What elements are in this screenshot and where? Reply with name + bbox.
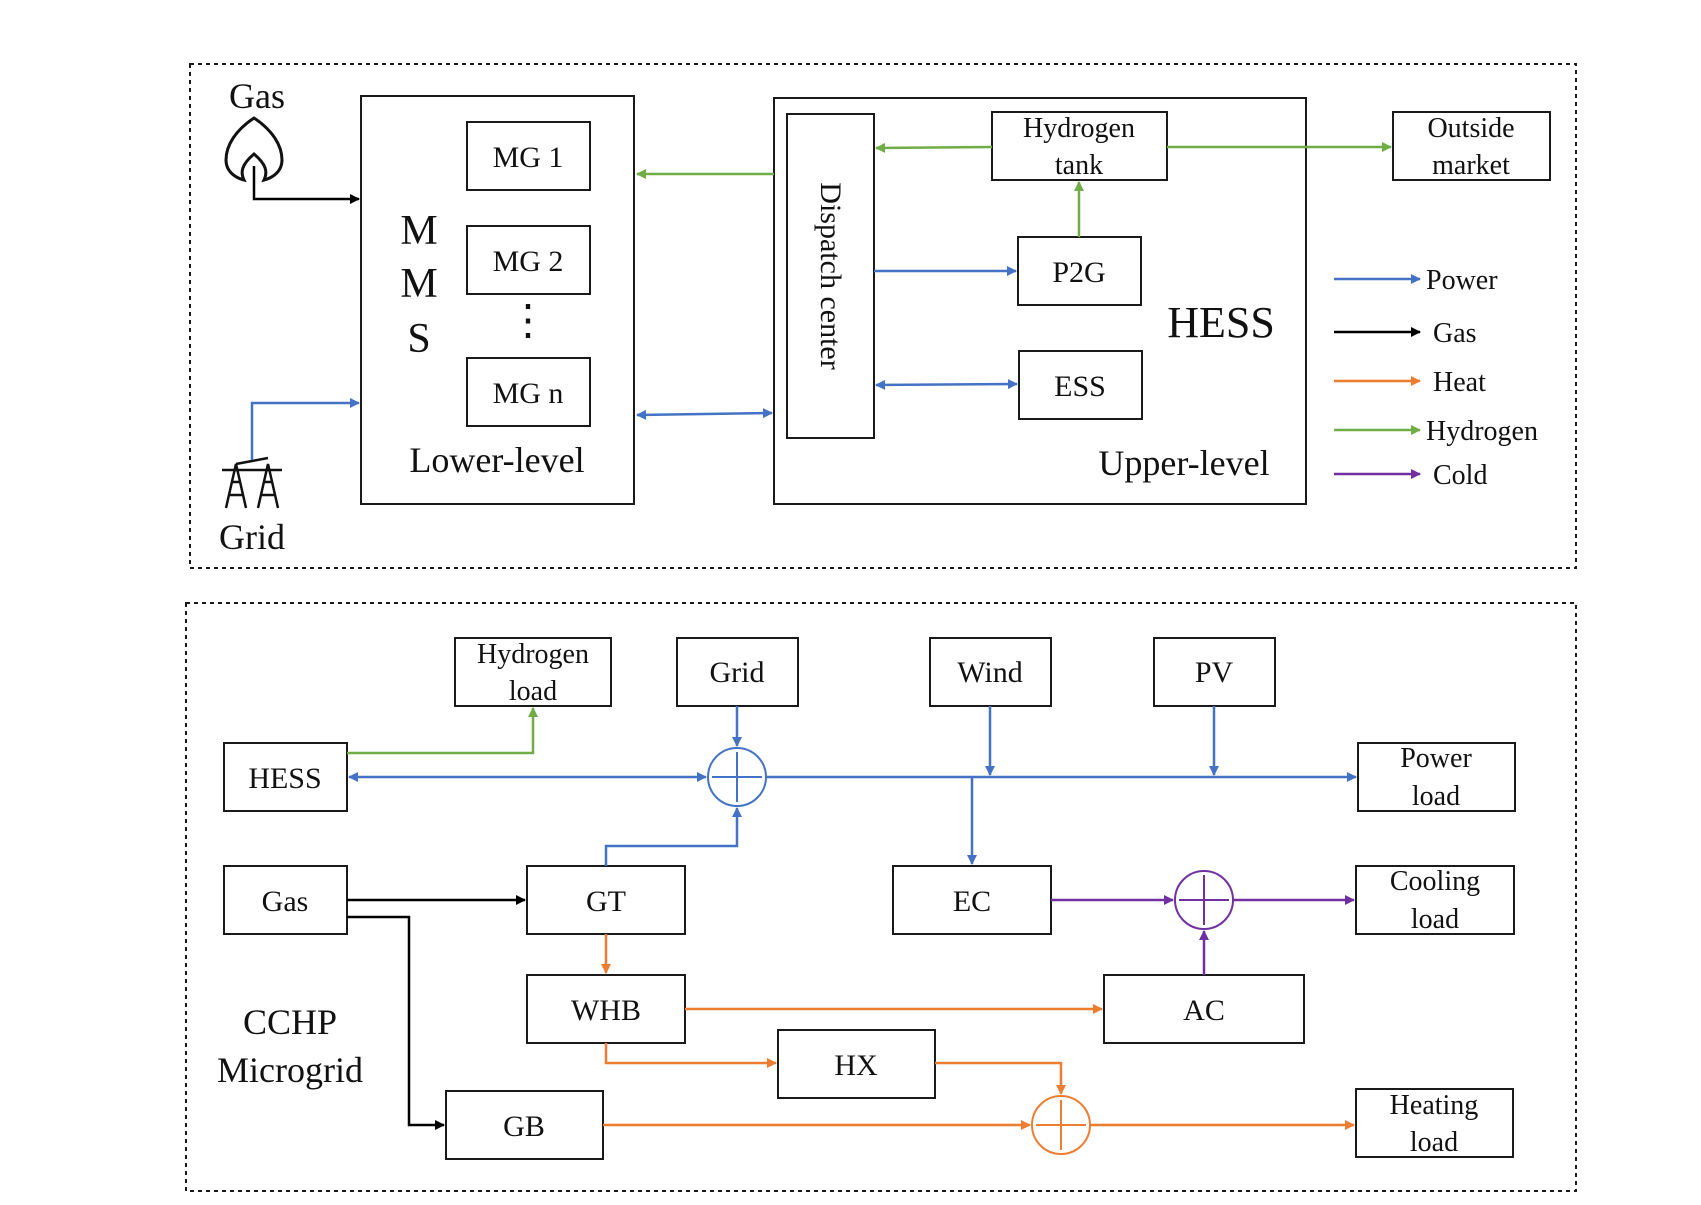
legend-power-label: Power xyxy=(1426,265,1498,296)
whb-box xyxy=(526,974,686,1044)
cooling-load-label-2: load xyxy=(1411,904,1459,935)
grid-label: Grid xyxy=(710,656,765,689)
mg-2-label: MG 2 xyxy=(493,245,564,278)
hx-to-heat-node-arrow xyxy=(935,1061,1066,1095)
ac-box xyxy=(1103,974,1305,1044)
flame-icon xyxy=(224,116,284,183)
heating-load-label-2: load xyxy=(1410,1127,1458,1158)
ac-label: AC xyxy=(1183,994,1225,1027)
p2g-box xyxy=(1017,236,1142,306)
gt-label: GT xyxy=(586,885,626,918)
gas-label: Gas xyxy=(262,885,309,918)
gt-to-bus-arrow xyxy=(604,807,742,866)
legend: Power Gas Heat Hydrogen Cold xyxy=(1334,265,1538,491)
grid-box xyxy=(676,637,799,707)
ess-box xyxy=(1018,350,1143,420)
wind-label: Wind xyxy=(957,656,1022,689)
mms-letter-m1: M xyxy=(400,208,437,254)
mms-dispatch-power-arrow xyxy=(636,408,773,420)
power-load-box xyxy=(1357,742,1516,812)
whb-label: WHB xyxy=(571,994,641,1027)
gt-box xyxy=(526,865,686,935)
heating-load-label-1: Heating xyxy=(1390,1090,1479,1121)
tank-to-dispatch-arrow xyxy=(875,142,993,153)
gb-label: GB xyxy=(503,1110,545,1143)
hydrogen-load-box xyxy=(454,637,612,707)
gb-box xyxy=(445,1090,604,1160)
mg-ellipsis: ⋮ xyxy=(507,298,549,344)
cold-sum-node xyxy=(1174,870,1234,930)
heat-sum-node xyxy=(1031,1095,1091,1155)
hydrogen-load-label-1: Hydrogen xyxy=(477,639,589,670)
dispatch-center-label: Dispatch center xyxy=(814,182,847,369)
legend-gas-label: Gas xyxy=(1433,318,1477,349)
pv-box xyxy=(1153,637,1276,707)
legend-heat-label: Heat xyxy=(1433,367,1486,398)
upper-level-label: Upper-level xyxy=(1098,443,1269,483)
outside-market-box xyxy=(1392,111,1551,181)
mg-1-label: MG 1 xyxy=(493,141,564,174)
dispatch-ess-arrow xyxy=(875,379,1018,390)
ess-label: ESS xyxy=(1054,370,1106,403)
mms-letter-m2: M xyxy=(400,261,437,307)
whb-to-hx-arrow xyxy=(604,1043,777,1068)
heating-load-box xyxy=(1355,1088,1514,1158)
mms-letter-s: S xyxy=(407,316,430,362)
legend-cold-label: Cold xyxy=(1433,460,1487,491)
grid-to-mms-arrow xyxy=(250,398,360,460)
wind-box xyxy=(929,637,1052,707)
cooling-load-label-1: Cooling xyxy=(1390,866,1480,897)
lower-panel-frame xyxy=(185,602,1577,1192)
mg-2-box xyxy=(466,225,591,295)
hess-to-hydrogen-load-arrow xyxy=(347,707,538,755)
gas-box xyxy=(223,865,348,935)
ec-box xyxy=(892,865,1052,935)
gas-source-label: Gas xyxy=(229,76,285,116)
outside-market-label-2: market xyxy=(1432,150,1510,181)
hx-label: HX xyxy=(834,1049,878,1082)
ec-label: EC xyxy=(953,885,991,918)
power-load-label-2: load xyxy=(1412,781,1460,812)
hydrogen-tank-label-1: Hydrogen xyxy=(1023,113,1135,144)
lower-level-label: Lower-level xyxy=(409,440,584,480)
hydrogen-tank-box xyxy=(991,111,1168,181)
cooling-load-box xyxy=(1355,865,1515,935)
mg-n-label: MG n xyxy=(493,377,564,410)
outside-market-label-1: Outside xyxy=(1427,113,1514,144)
power-load-label-1: Power xyxy=(1400,743,1472,774)
hess-title: HESS xyxy=(1167,298,1275,347)
hess-label: HESS xyxy=(248,762,321,795)
grid-source-label: Grid xyxy=(219,517,285,557)
pv-label: PV xyxy=(1195,656,1234,689)
mg-1-box xyxy=(466,121,591,191)
cchp-microgrid-title-2: Microgrid xyxy=(217,1050,363,1090)
power-bus-sum-node xyxy=(707,747,767,807)
gas-to-gb-arrow xyxy=(347,915,445,1130)
upper-panel-frame xyxy=(189,63,1577,569)
gas-to-mms-arrow xyxy=(252,166,360,204)
p2g-label: P2G xyxy=(1052,256,1105,289)
hess-box xyxy=(223,742,348,812)
hx-box xyxy=(777,1029,936,1099)
cchp-microgrid-title-1: CCHP xyxy=(243,1002,337,1042)
mg-n-box xyxy=(466,357,591,427)
dispatch-center-box xyxy=(786,113,875,439)
hydrogen-load-label-2: load xyxy=(509,676,557,707)
hydrogen-tank-label-2: tank xyxy=(1055,150,1103,181)
legend-hydrogen-label: Hydrogen xyxy=(1426,416,1538,447)
transmission-tower-icon xyxy=(222,456,282,509)
